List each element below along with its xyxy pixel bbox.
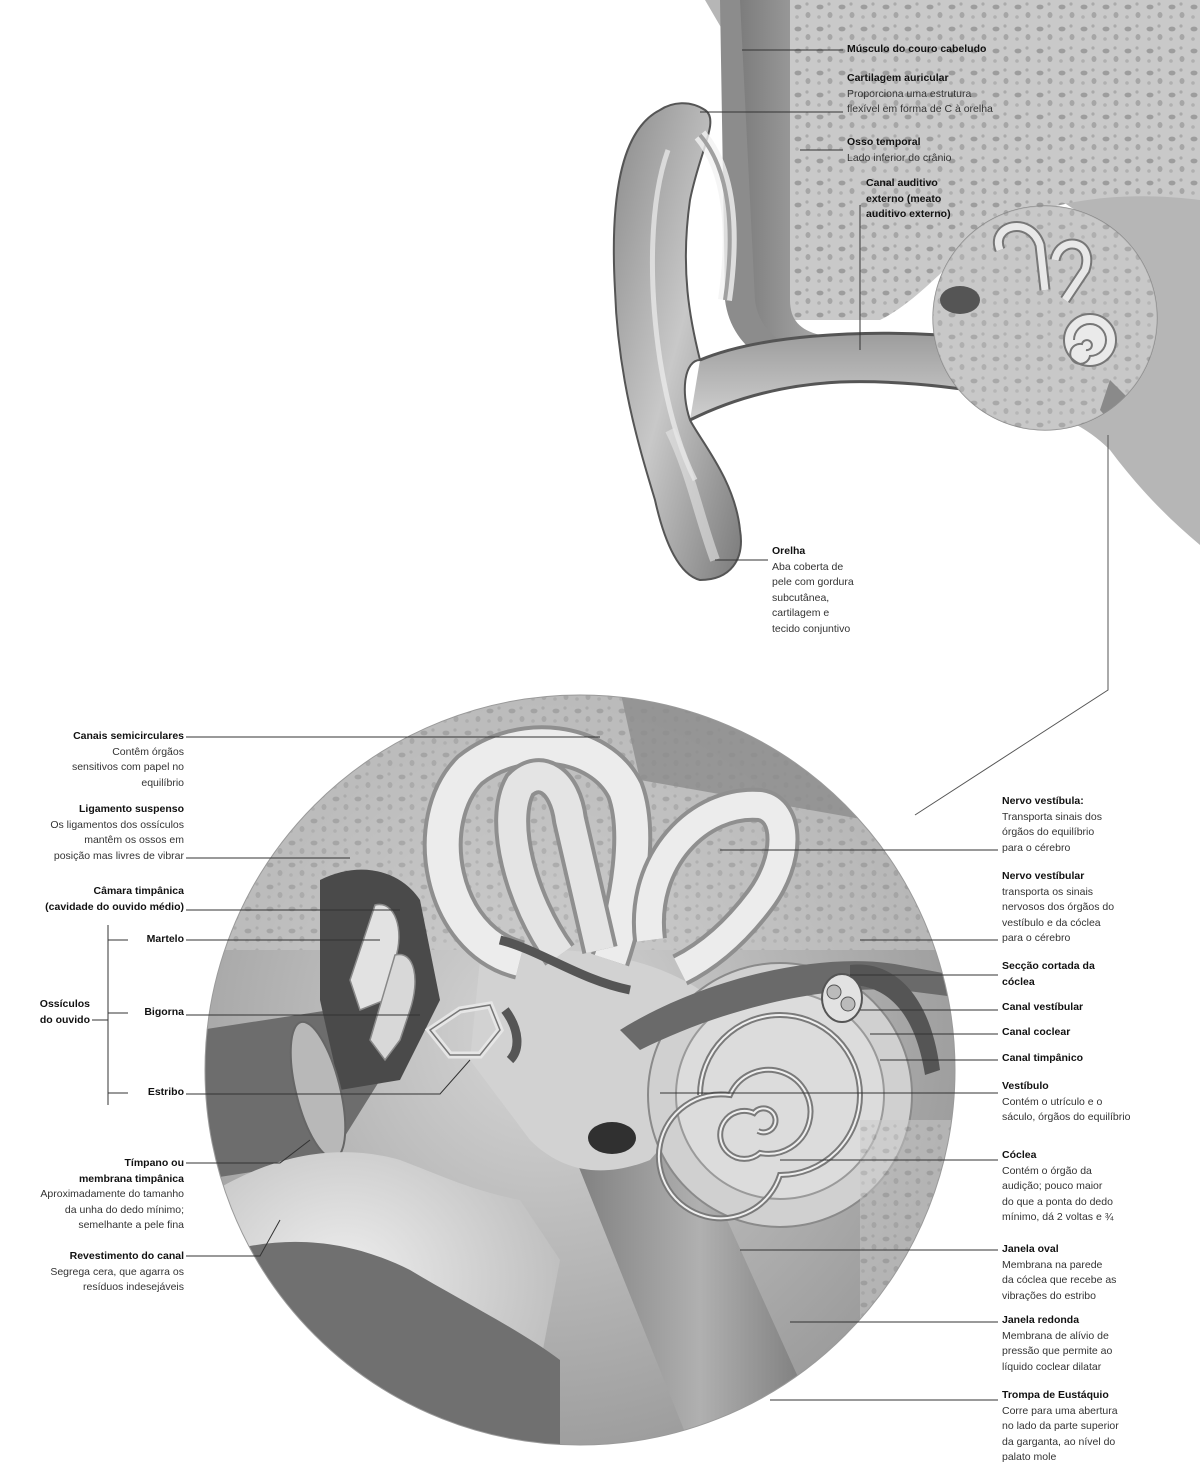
label-oval-window: Janela oval Membrana na parede da cóclea…: [1002, 1242, 1116, 1304]
label-description: Corre para uma abertura no lado da parte…: [1002, 1404, 1119, 1466]
label-round-window: Janela redonda Membrana de alívio de pre…: [1002, 1313, 1112, 1375]
label-description: Contém o utrículo e o sáculo, órgãos do …: [1002, 1095, 1130, 1126]
label-title: Cartilagem auricular: [847, 71, 993, 87]
label-title: Músculo do couro cabeludo: [847, 42, 986, 58]
label-title: Revestimento do canal: [50, 1249, 184, 1265]
label-description: Membrana de alívio de pressão que permit…: [1002, 1329, 1112, 1376]
label-auricle: Orelha Aba coberta de pele com gordura s…: [772, 544, 854, 637]
label-auricular-cartilage: Cartilagem auricular Proporciona uma est…: [847, 71, 993, 118]
label-vestibular-nerve-b: Nervo vestíbular transporta os sinais ne…: [1002, 869, 1114, 947]
label-title: Osso temporal: [847, 135, 951, 151]
label-vestibule: Vestíbulo Contém o utrículo e o sáculo, …: [1002, 1079, 1130, 1126]
label-description: Aba coberta de pele com gordura subcutân…: [772, 560, 854, 638]
label-title: Canal coclear: [1002, 1025, 1070, 1041]
label-title: Ossículos do ouvido: [40, 997, 90, 1028]
label-title: Cóclea: [1002, 1148, 1113, 1164]
label-title: Tímpano ou membrana timpânica: [40, 1156, 184, 1187]
label-incus: Bigorna: [144, 1005, 184, 1021]
label-scalp-muscle: Músculo do couro cabeludo: [847, 42, 986, 58]
label-title: Canal vestíbular: [1002, 1000, 1083, 1016]
label-title: Câmara timpânica (cavidade do ouvido méd…: [45, 884, 184, 915]
label-title: Canal timpânico: [1002, 1051, 1083, 1067]
label-description: transporta os sinais nervosos dos órgãos…: [1002, 885, 1114, 947]
label-title: Estribo: [148, 1085, 184, 1101]
label-vestibular-nerve-a: Nervo vestíbula: Transporta sinais dos ó…: [1002, 794, 1102, 856]
label-temporal-bone: Osso temporal Lado inferior do crânio: [847, 135, 951, 166]
label-title: Nervo vestíbular: [1002, 869, 1114, 885]
label-suspensory-ligament: Ligamento suspenso Os ligamentos dos oss…: [50, 802, 184, 864]
label-title: Canais semicirculares: [72, 729, 184, 745]
label-description: Transporta sinais dos órgãos do equilíbr…: [1002, 810, 1102, 857]
label-cochlear-canal: Canal coclear: [1002, 1025, 1070, 1041]
label-eustachian-tube: Trompa de Eustáquio Corre para uma abert…: [1002, 1388, 1119, 1466]
label-title: Martelo: [147, 932, 184, 948]
label-title: Orelha: [772, 544, 854, 560]
label-stapes: Estribo: [148, 1085, 184, 1101]
label-title: Canal auditivo externo (meato auditivo e…: [866, 176, 951, 223]
label-title: Vestíbulo: [1002, 1079, 1130, 1095]
label-description: Segrega cera, que agarra os resíduos ind…: [50, 1265, 184, 1296]
label-description: Lado inferior do crânio: [847, 151, 951, 167]
label-description: Aproximadamente do tamanho da unha do de…: [40, 1187, 184, 1234]
label-title: Janela redonda: [1002, 1313, 1112, 1329]
label-title: Nervo vestíbula:: [1002, 794, 1102, 810]
label-external-canal: Canal auditivo externo (meato auditivo e…: [866, 176, 951, 223]
label-title: Janela oval: [1002, 1242, 1116, 1258]
label-description: Contém o órgão da audição; pouco maior d…: [1002, 1164, 1113, 1226]
label-eardrum: Tímpano ou membrana timpânica Aproximada…: [40, 1156, 184, 1234]
label-tympanic-chamber: Câmara timpânica (cavidade do ouvido méd…: [45, 884, 184, 915]
label-semicircular-canals: Canais semicirculares Contêm órgãos sens…: [72, 729, 184, 791]
label-ossicles: Ossículos do ouvido: [40, 997, 90, 1028]
inner-ear-magnified: [200, 690, 980, 1468]
connector-line: [915, 435, 1108, 815]
label-description: Proporciona uma estrutura flexível em fo…: [847, 87, 993, 118]
label-cochlea: Cóclea Contém o órgão da audição; pouco …: [1002, 1148, 1113, 1226]
label-title: Trompa de Eustáquio: [1002, 1388, 1119, 1404]
label-description: Contêm órgãos sensitivos com papel no eq…: [72, 745, 184, 792]
label-title: Bigorna: [144, 1005, 184, 1021]
label-title: Ligamento suspenso: [50, 802, 184, 818]
label-description: Os ligamentos dos ossículos mantêm os os…: [50, 818, 184, 865]
label-tympanic-canal: Canal timpânico: [1002, 1051, 1083, 1067]
label-malleus: Martelo: [147, 932, 184, 948]
label-title: Secção cortada da cóclea: [1002, 959, 1095, 990]
label-description: Membrana na parede da cóclea que recebe …: [1002, 1258, 1116, 1305]
label-canal-lining: Revestimento do canal Segrega cera, que …: [50, 1249, 184, 1296]
label-vestibular-canal: Canal vestíbular: [1002, 1000, 1083, 1016]
label-cochlea-section: Secção cortada da cóclea: [1002, 959, 1095, 990]
